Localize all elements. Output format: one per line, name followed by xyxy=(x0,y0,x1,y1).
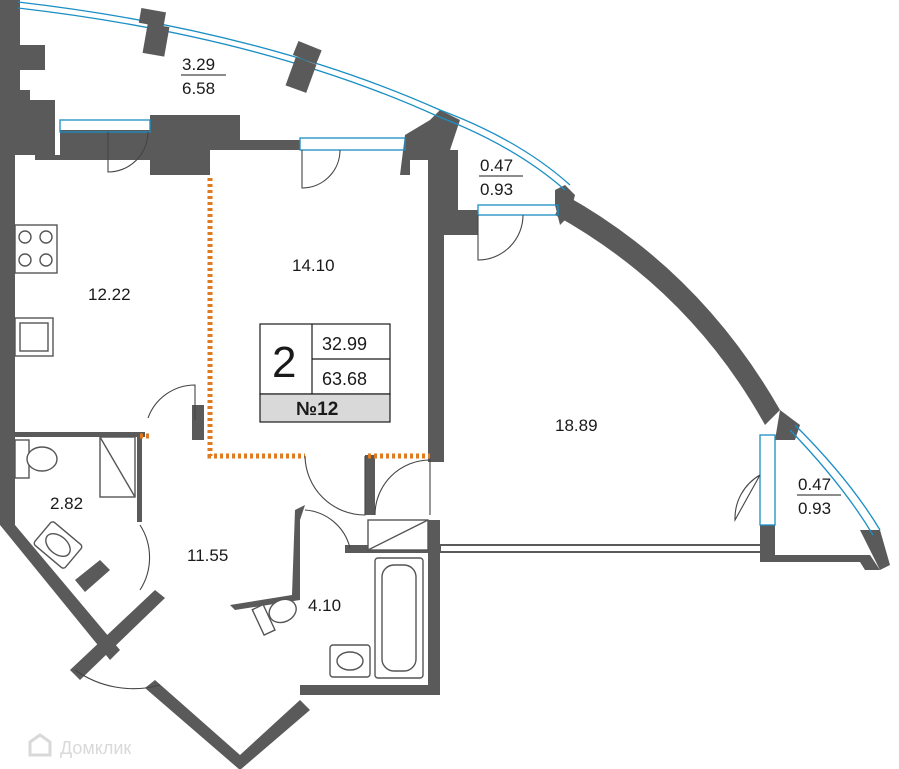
balcony-right-gross: 0.93 xyxy=(798,499,831,518)
wall-bath-right xyxy=(137,437,142,522)
fixtures xyxy=(14,8,429,679)
window-arc-top-2 xyxy=(17,7,438,117)
partition-hatch xyxy=(140,178,430,459)
room-area-bath: 4.10 xyxy=(308,596,341,615)
wall-corner-far xyxy=(860,530,890,570)
wall-diag-left xyxy=(0,525,120,660)
door-kitchen-balcony xyxy=(107,131,149,173)
watermark: Домклик xyxy=(28,733,131,758)
post-icon xyxy=(285,57,317,93)
wall-room2-floor xyxy=(439,544,763,553)
window-arc-right-2 xyxy=(789,429,874,536)
post-cap xyxy=(138,8,167,28)
wall-bath41-left xyxy=(230,505,305,610)
shaft-diagonal xyxy=(99,436,136,498)
door-bath41 xyxy=(304,509,351,549)
card-total-area: 63.68 xyxy=(322,369,367,389)
wall-balc-mid xyxy=(444,150,478,235)
balcony-top-net: 3.29 xyxy=(182,55,215,74)
wall-bottom-v xyxy=(145,680,310,769)
room-area-bath-small: 2.82 xyxy=(50,494,83,513)
post-icon xyxy=(142,23,170,57)
door-room2-balcony xyxy=(477,214,524,261)
bathtub-inner xyxy=(381,564,417,672)
wall-room1-room2 xyxy=(428,150,444,462)
wall-bath41-right xyxy=(428,520,440,695)
watermark-text: Домклик xyxy=(60,738,131,758)
window-arc-top-1 xyxy=(17,1,441,111)
post-cap xyxy=(292,41,322,65)
wall-corner-se xyxy=(775,410,800,440)
balcony-labels: 3.29 6.58 0.47 0.93 0.47 0.93 xyxy=(181,55,841,518)
window-balc-mid xyxy=(477,204,559,216)
balcony-mid-net: 0.47 xyxy=(480,156,513,175)
window-room2 xyxy=(759,434,776,526)
shaft-bath-diagonal xyxy=(367,519,429,551)
balcony-right-net: 0.47 xyxy=(798,475,831,494)
doors xyxy=(74,131,761,690)
toilet-icon xyxy=(26,446,58,472)
wall-top-right xyxy=(400,110,460,175)
kitchen-sink-basin xyxy=(19,322,49,352)
room-area-room2: 18.89 xyxy=(555,416,598,435)
burner-icon xyxy=(39,253,53,267)
card-apartment-number: №12 xyxy=(296,399,338,420)
wall-hall-mid xyxy=(365,455,375,515)
burner-icon xyxy=(39,230,53,244)
wall-left-top xyxy=(0,0,20,90)
washbasin-bath-bowl xyxy=(336,651,364,671)
toilet-bath-icon xyxy=(251,598,297,636)
window-arc-right-1 xyxy=(794,424,881,531)
window-room1 xyxy=(299,137,406,151)
door-room2 xyxy=(374,459,431,516)
burner-icon xyxy=(18,230,32,244)
hatch-room1-left xyxy=(207,178,305,459)
door-bath-small xyxy=(139,524,151,591)
room-labels: 12.22 14.10 18.89 2.82 11.55 4.10 xyxy=(50,256,598,615)
door-right-balcony xyxy=(734,474,761,523)
burner-icon xyxy=(18,253,32,267)
watermark-house-icon xyxy=(28,733,52,757)
wall-bath41-bottom xyxy=(300,685,440,695)
wall-corner-nw xyxy=(0,90,55,155)
door-entrance xyxy=(74,669,161,690)
wall-hall-left xyxy=(192,405,204,440)
window-arc-mid-1 xyxy=(439,109,571,186)
wall-top-kitchen xyxy=(35,130,150,160)
wall-top-mid xyxy=(150,115,300,175)
card-living-area: 32.99 xyxy=(322,334,367,354)
room-area-room1: 14.10 xyxy=(292,256,335,275)
wall-curved-right xyxy=(555,195,780,425)
door-room1-balcony xyxy=(301,149,341,189)
washbasin-icon xyxy=(33,521,83,569)
wall-kitchen-bath xyxy=(15,432,145,437)
window-arc-mid-2 xyxy=(436,115,566,191)
apartment-card: 2 32.99 63.68 №12 xyxy=(259,323,391,423)
card-band xyxy=(259,393,391,423)
door-room1 xyxy=(304,455,366,516)
balcony-top-gross: 6.58 xyxy=(182,79,215,98)
card-rooms-count: 2 xyxy=(272,338,296,387)
room-area-kitchen: 12.22 xyxy=(88,285,131,304)
wall-room2-bottom xyxy=(760,525,880,570)
window-kitchen xyxy=(59,119,151,133)
door-kitchen xyxy=(147,384,196,420)
windows xyxy=(17,1,881,536)
wall-diag-low xyxy=(70,590,165,680)
wall-jog xyxy=(15,45,45,70)
room-area-hall: 11.55 xyxy=(187,546,228,565)
wall-bath-jog xyxy=(75,560,110,592)
balcony-mid-gross: 0.93 xyxy=(480,180,513,199)
